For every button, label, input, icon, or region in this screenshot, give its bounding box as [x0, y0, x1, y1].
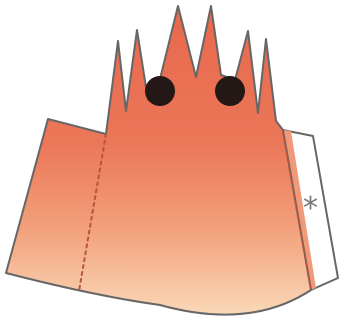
crown-paper-body	[6, 6, 311, 315]
right-eye-dot	[215, 76, 245, 106]
glue-tab-asterisk: *	[303, 191, 318, 226]
left-eye-dot	[145, 76, 175, 106]
